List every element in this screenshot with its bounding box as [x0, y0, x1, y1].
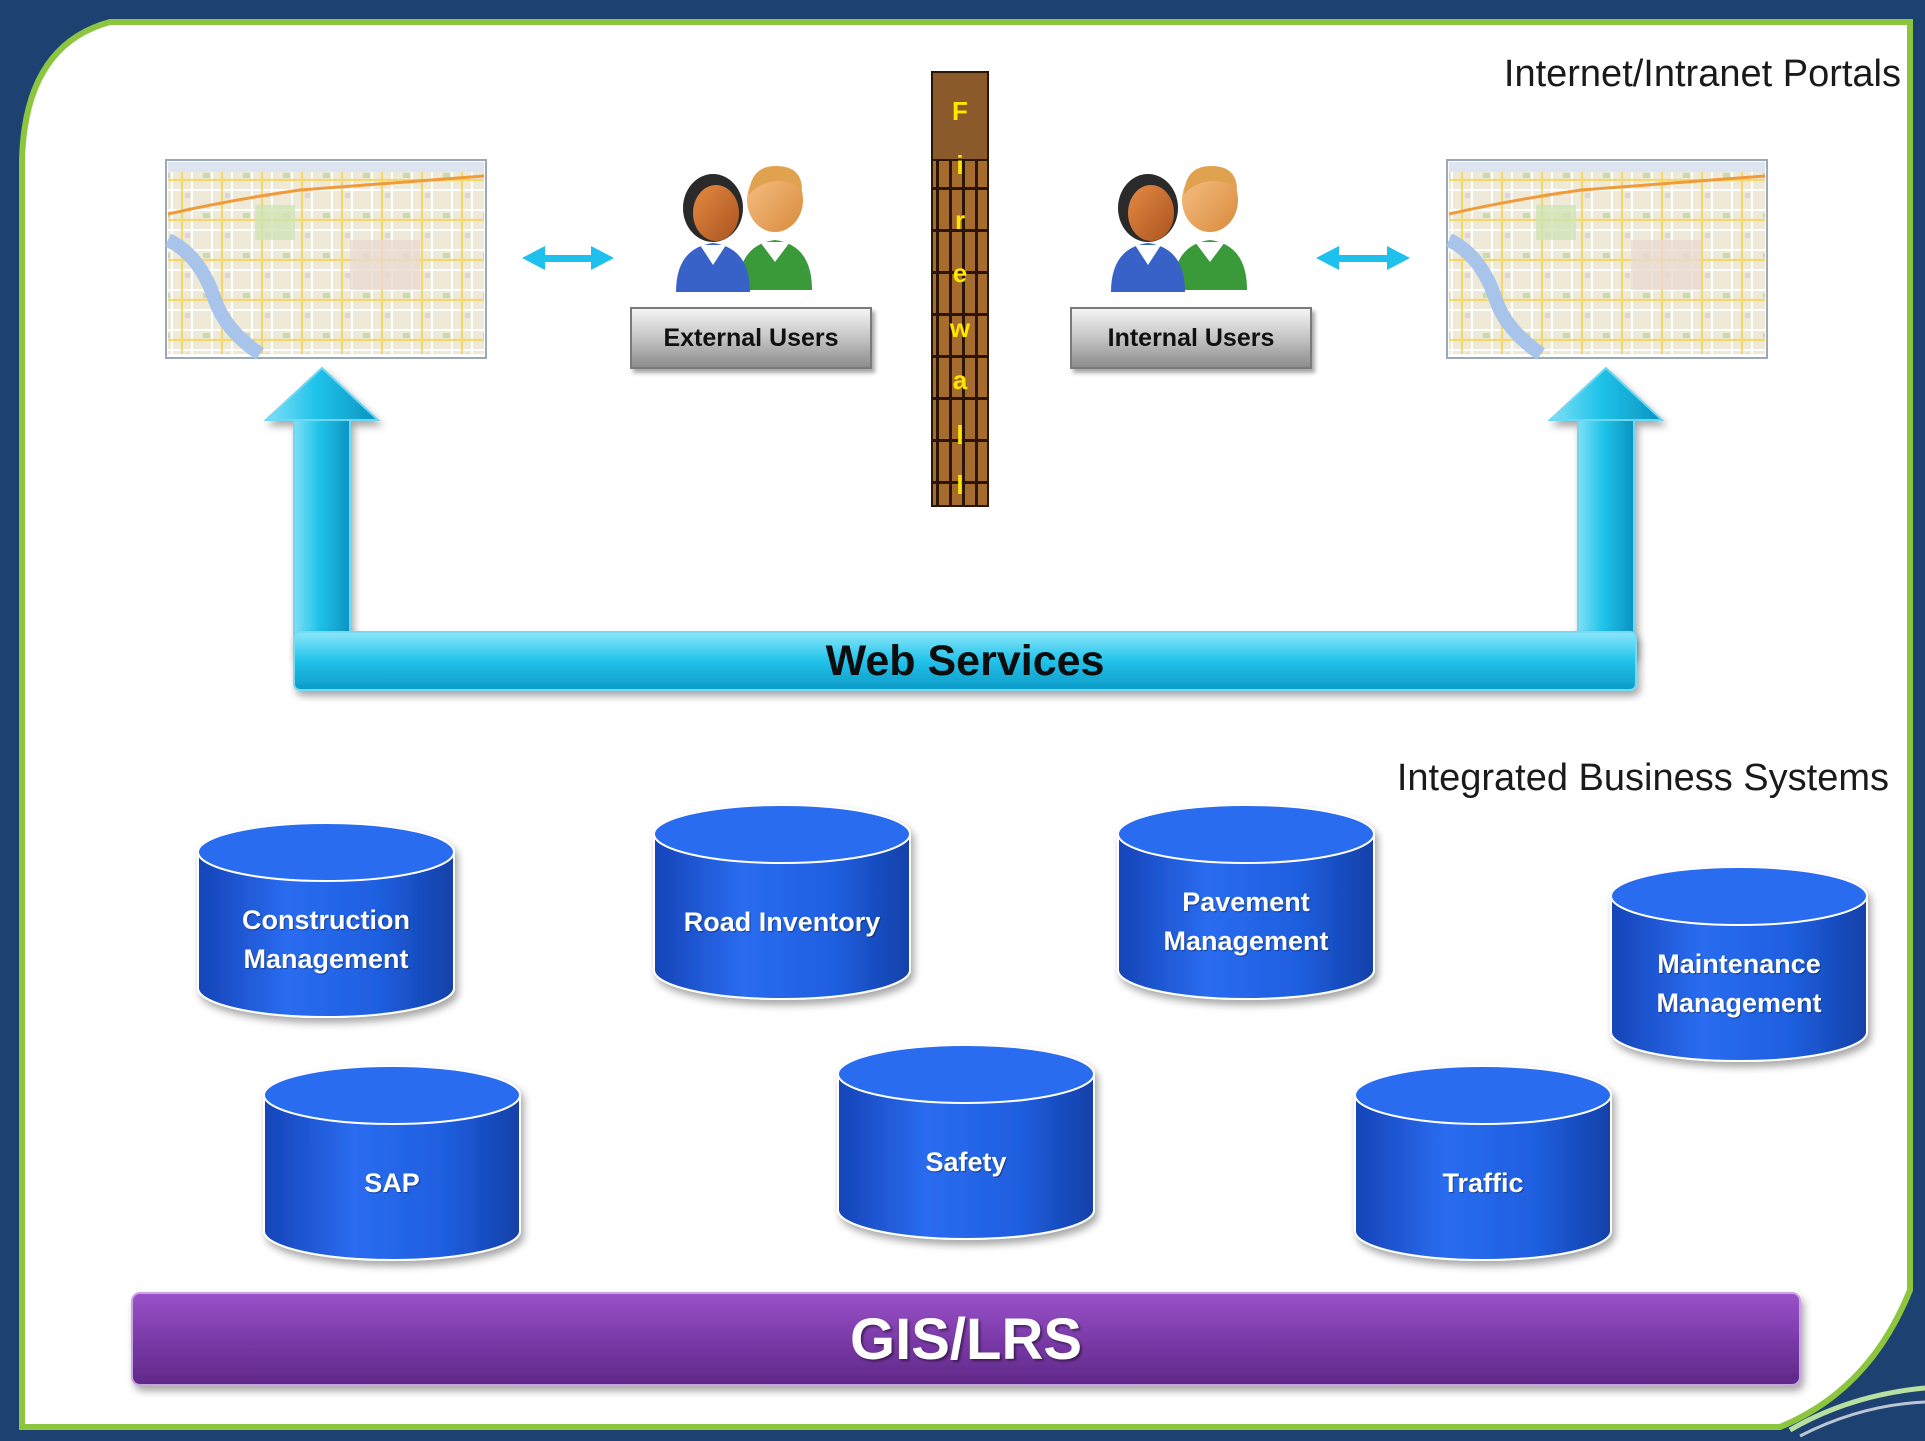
external-portal-map-icon [164, 159, 487, 360]
gis-lrs-bar [131, 1292, 1801, 1386]
traffic-label: Traffic [1442, 1167, 1524, 1198]
external-users-box: External Users [630, 307, 872, 369]
internal-users-icon [1111, 166, 1247, 292]
right-up-arrow-icon [1547, 366, 1665, 657]
internal-portal-map-icon [1445, 159, 1768, 360]
firewall-letter-a: a [952, 365, 968, 395]
safety-label: Safety [925, 1146, 1007, 1177]
firewall-letter-r: r [954, 205, 966, 235]
database-road-inventory-icon [653, 804, 911, 1000]
web-services-bar [293, 631, 1637, 691]
external-users-label: External Users [663, 323, 839, 352]
construction-label: Construction Management [242, 905, 410, 974]
internal-users-label: Internal Users [1107, 323, 1275, 352]
systems-title: Integrated Business Systems [1396, 757, 1889, 799]
sap-label: SAP [364, 1167, 420, 1198]
firewall-letter-f: F [952, 96, 968, 126]
maintenance-label: Maintenance Management [1656, 949, 1822, 1018]
pavement-label: Pavement Management [1163, 887, 1329, 956]
internal-users-box: Internal Users [1070, 307, 1312, 369]
firewall-icon [931, 71, 989, 507]
database-traffic-icon [1354, 1065, 1612, 1261]
firewall-letter-l1: l [956, 420, 964, 450]
firewall-letter-w: w [949, 313, 971, 343]
firewall-letter-i: i [956, 150, 964, 180]
database-maintenance-icon [1610, 866, 1868, 1062]
database-pavement-icon [1117, 804, 1375, 1000]
database-sap-icon [263, 1065, 521, 1261]
firewall-letter-l2: l [956, 470, 964, 500]
corner-swoosh [1788, 1385, 1925, 1433]
external-double-arrow-icon [522, 246, 614, 270]
portals-title: Internet/Intranet Portals [1503, 53, 1901, 95]
road-inventory-label: Road Inventory [683, 906, 881, 937]
gis-lrs-label: GIS/LRS [849, 1306, 1083, 1372]
web-services-label: Web Services [825, 636, 1105, 685]
external-users-icon [676, 166, 812, 292]
database-safety-icon [837, 1044, 1095, 1240]
firewall-letter-e: e [952, 258, 968, 288]
database-construction-icon [197, 822, 455, 1018]
left-up-arrow-icon [263, 366, 381, 657]
internal-double-arrow-icon [1316, 246, 1410, 270]
